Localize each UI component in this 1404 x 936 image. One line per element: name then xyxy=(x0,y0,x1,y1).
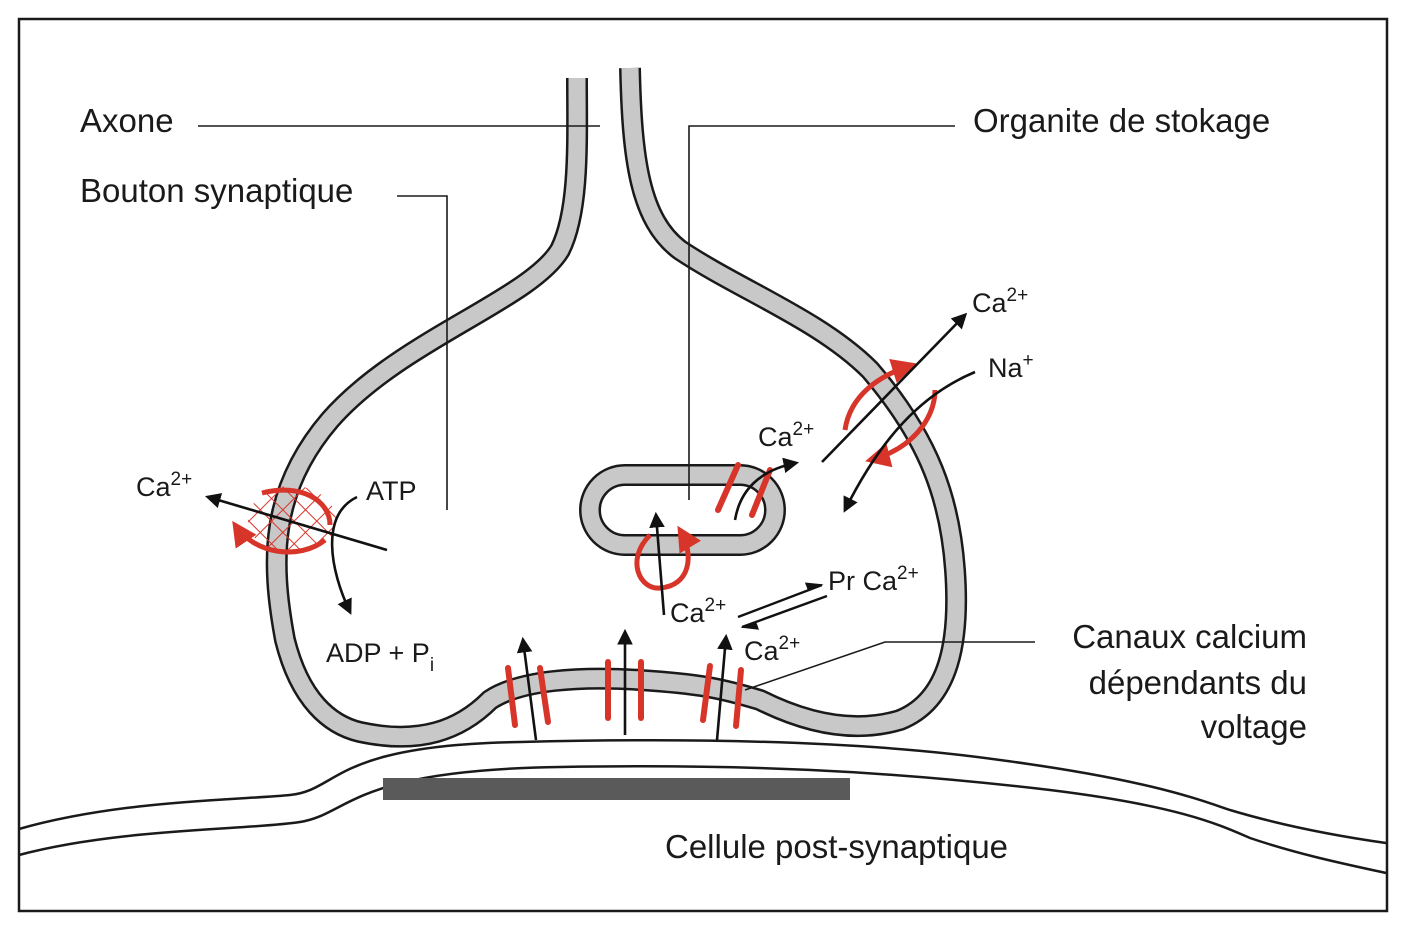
leader-bouton xyxy=(397,195,448,510)
ca-efflux-arrow xyxy=(205,493,388,552)
ca-atpase-pump xyxy=(205,486,388,615)
calcium-channel xyxy=(505,636,551,741)
svg-text:Ca2+: Ca2+ xyxy=(758,419,814,452)
na-in-arrow xyxy=(843,370,976,513)
ion-label-ca-free: Ca2+ xyxy=(670,595,726,628)
ion-label-ca-left: Ca2+ xyxy=(136,469,192,502)
ion-label-ca-exchanger-out: Ca2+ xyxy=(972,285,1028,318)
leader-lines xyxy=(198,125,1035,691)
leader-canaux xyxy=(744,641,1035,691)
label-axone: Axone xyxy=(80,102,174,139)
ion-label-pr-ca: Pr Ca2+ xyxy=(828,563,919,596)
ca-out-arrow xyxy=(821,312,968,463)
ion-label-na: Na+ xyxy=(988,350,1034,383)
pump-hatched-icon xyxy=(248,486,336,554)
ion-label-ca-organelle-release: Ca2+ xyxy=(758,419,814,452)
svg-text:Na+: Na+ xyxy=(988,350,1034,383)
label-cellule-post-synaptique: Cellule post-synaptique xyxy=(665,828,1008,865)
label-organite-de-stokage: Organite de stokage xyxy=(973,102,1270,139)
atp-hydrolysis-arrow xyxy=(330,495,358,615)
label-canaux-calcium-3: voltage xyxy=(1201,708,1307,745)
label-canaux-calcium-2: dépendants du xyxy=(1089,664,1307,701)
label-canaux-calcium-1: Canaux calcium xyxy=(1072,618,1307,655)
ca-influx-arrow xyxy=(715,633,733,741)
ca-uptake-arrow xyxy=(649,511,666,616)
svg-text:ADP + Pi: ADP + Pi xyxy=(326,638,434,676)
ca-release-arrow xyxy=(733,457,800,521)
ion-label-ca-channel: Ca2+ xyxy=(744,633,800,666)
ion-label-atp: ATP xyxy=(366,476,417,506)
ion-label-adp-pi: ADP + Pi xyxy=(326,638,434,676)
svg-text:Ca2+: Ca2+ xyxy=(670,595,726,628)
figure-border xyxy=(17,17,1389,913)
na-ca-exchanger xyxy=(821,312,976,513)
svg-text:Ca2+: Ca2+ xyxy=(972,285,1028,318)
svg-text:Pr Ca2+: Pr Ca2+ xyxy=(828,563,919,596)
calcium-channel xyxy=(700,633,744,741)
ca-influx-arrow xyxy=(516,636,538,741)
svg-text:Ca2+: Ca2+ xyxy=(136,469,192,502)
protein-binding-equilibrium xyxy=(737,582,828,630)
leader-organite xyxy=(688,125,955,500)
postsynaptic-membrane xyxy=(18,739,1387,875)
label-bouton-synaptique: Bouton synaptique xyxy=(80,172,353,209)
voltage-calcium-channels xyxy=(505,628,744,741)
organelle-uptake-pump xyxy=(634,511,702,616)
calcium-channel xyxy=(605,628,644,735)
organelle-release-channel xyxy=(715,457,800,521)
postsynaptic-density xyxy=(383,778,850,800)
svg-text:Ca2+: Ca2+ xyxy=(744,633,800,666)
